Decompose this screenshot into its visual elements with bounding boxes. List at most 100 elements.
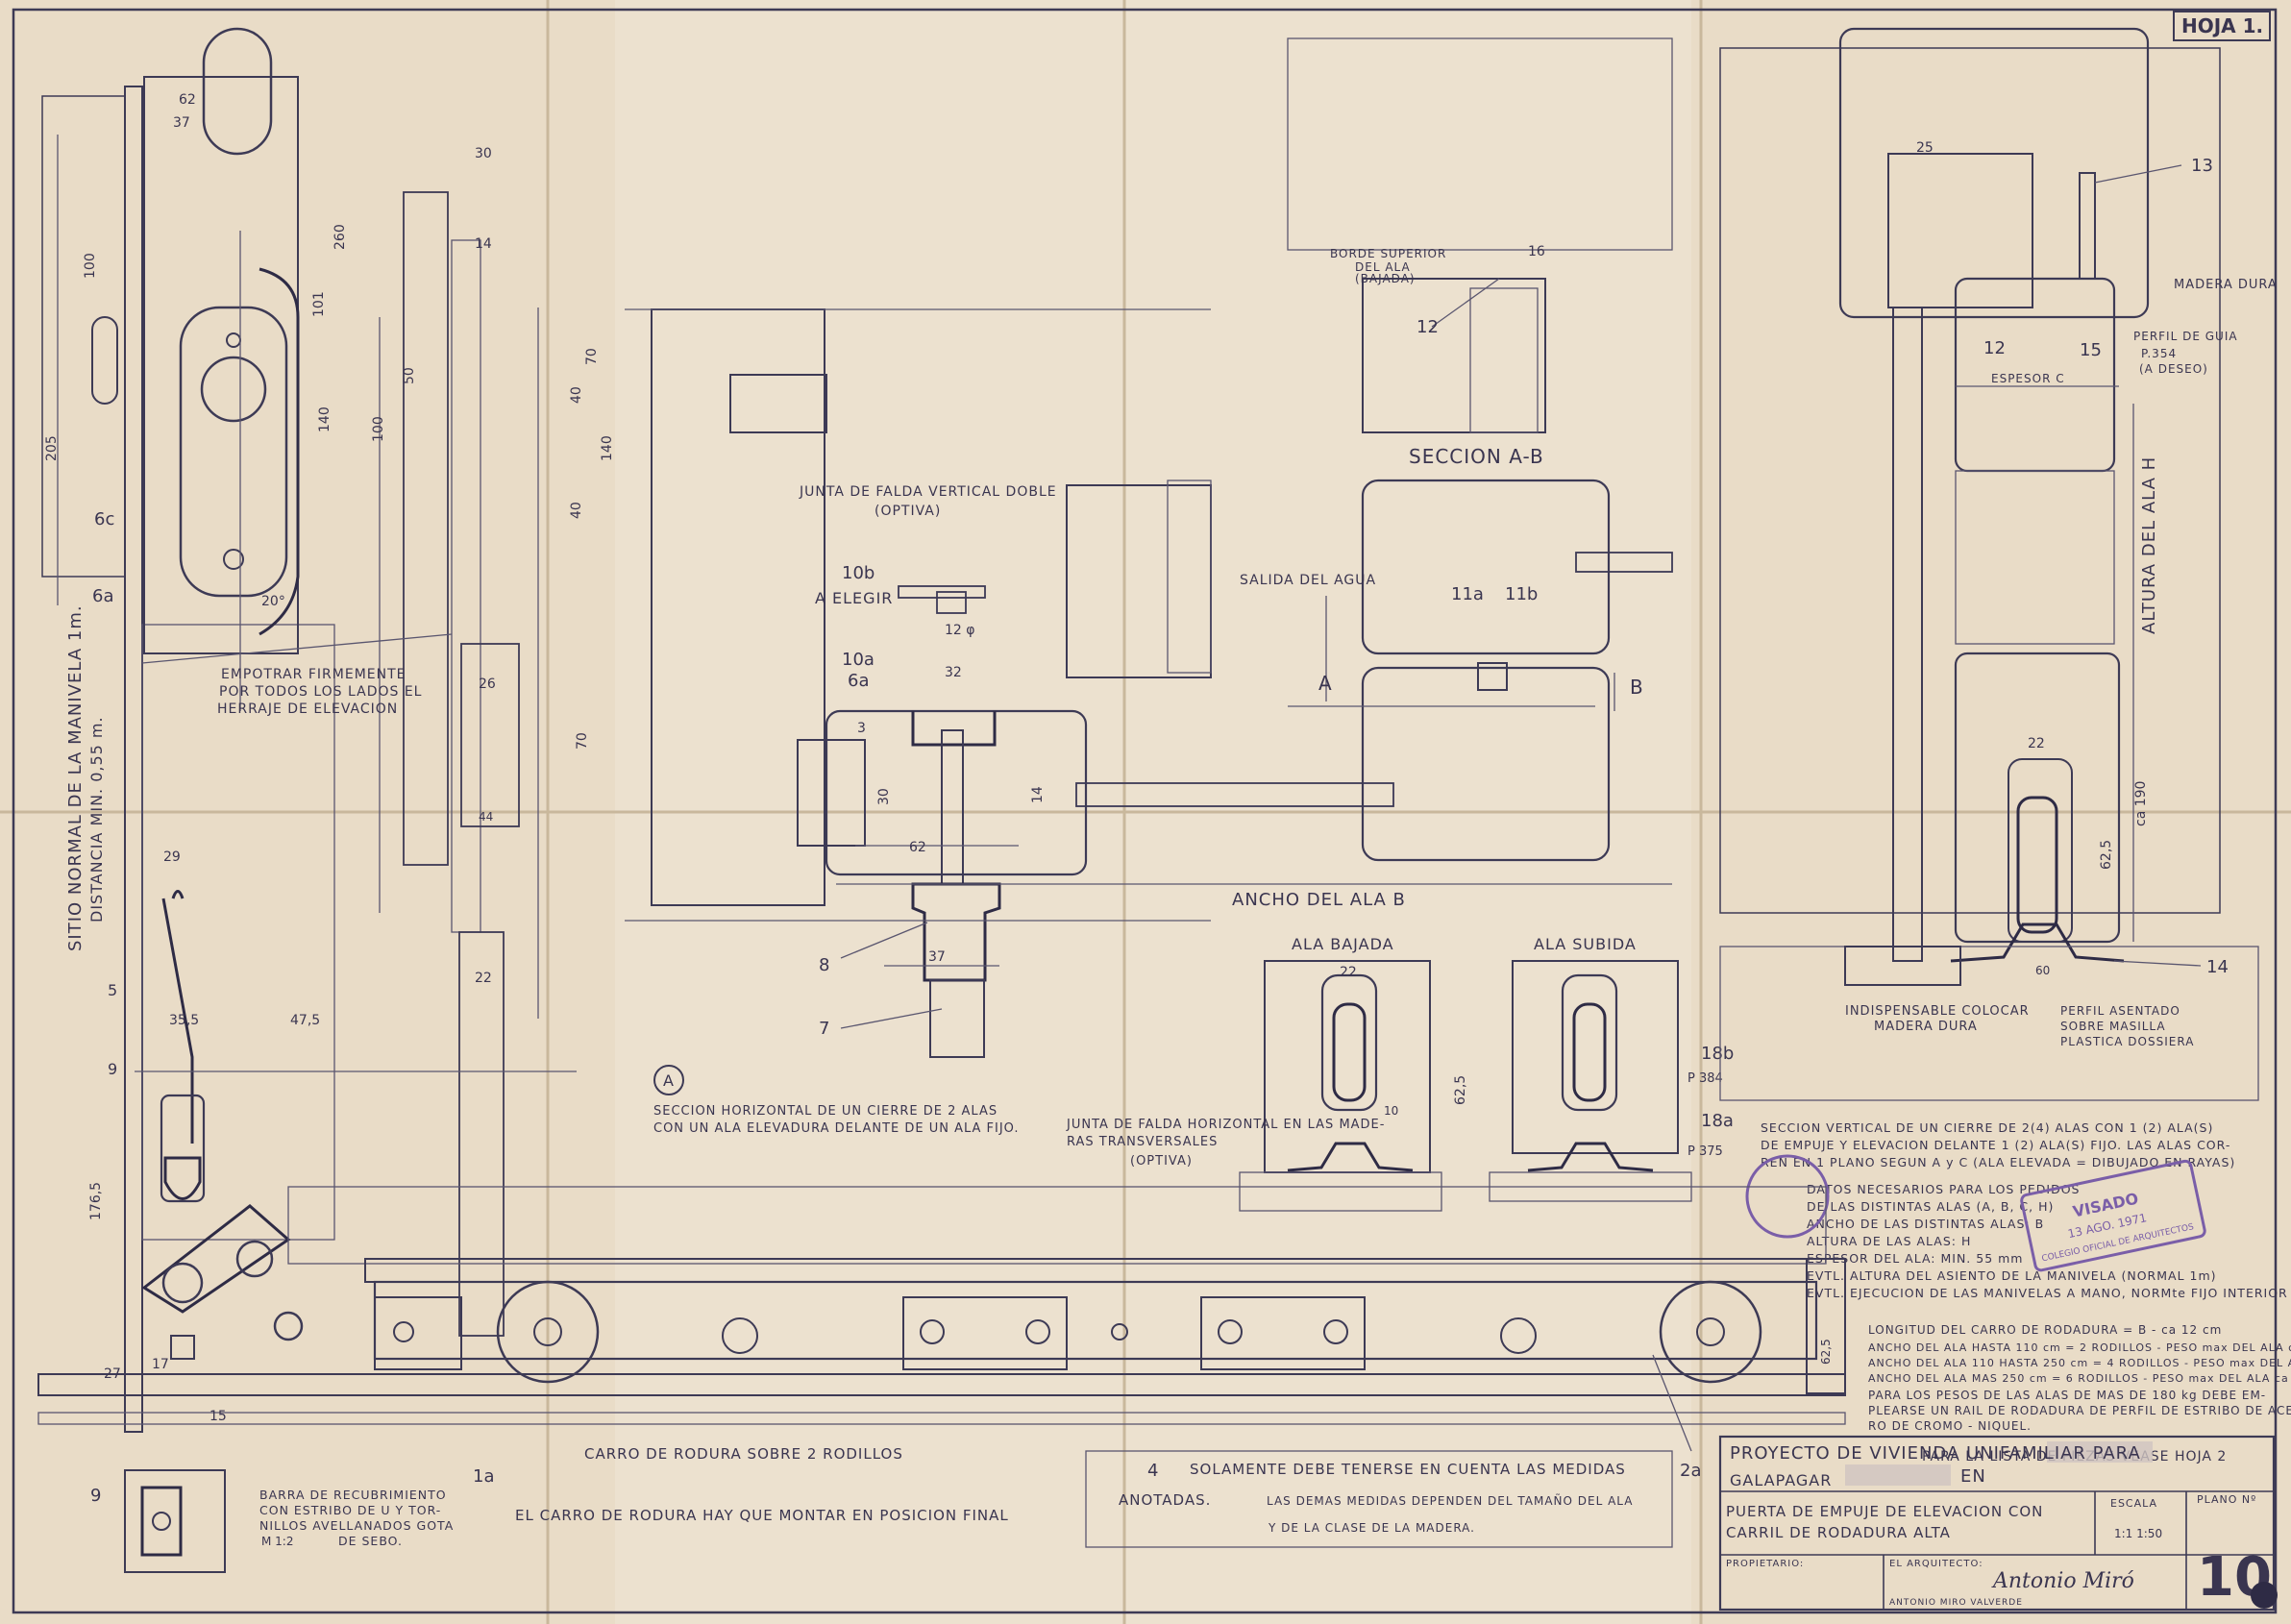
note-carriage-length-1: LONGITUD DEL CARRO DE RODADURA = B - ca … [1868, 1323, 2222, 1337]
label-9: 9 [90, 1486, 101, 1506]
dim-62-5-down: 62,5 [1453, 1075, 1468, 1105]
title-sheet-label: PLANO Nº [2197, 1493, 2256, 1506]
note-bar-scale: M 1:2 [261, 1535, 293, 1548]
dim-22: 22 [475, 971, 492, 986]
ab-upper-block [1362, 278, 1546, 433]
label-11a: 11a [1451, 584, 1484, 604]
label-4: 4 [1147, 1461, 1158, 1481]
note-hard-wood-essential-1: INDISPENSABLE COLOCAR [1845, 1004, 2030, 1019]
label-p384: P 384 [1687, 1071, 1723, 1086]
dim-47-5: 47,5 [290, 1013, 320, 1028]
note-top-edge-3: (BAJADA) [1355, 272, 1416, 285]
dim-140: 140 [317, 406, 333, 432]
label-6a-left: 6a [92, 586, 113, 606]
vs-rail [1950, 923, 2125, 963]
title-scale-label: ESCALA [2110, 1497, 2157, 1510]
dim-27: 27 [104, 1366, 121, 1382]
wall-hatch-lower [141, 624, 335, 1241]
dim-40b: 40 [569, 502, 584, 519]
wing-up-cavity [1561, 973, 1618, 1112]
note-vertical-joint-2: (OPTIVA) [875, 504, 941, 519]
label-11b: 11b [1505, 584, 1538, 604]
title-project: PROYECTO DE VIVIENDA UNIFAMILIAR PARA [1730, 1443, 2141, 1464]
vs-head-block [1838, 27, 2150, 319]
dim-205: 205 [44, 435, 60, 461]
plate-1 [374, 1296, 462, 1370]
vertical-section [1719, 27, 2259, 1101]
note-guide-profile-2: P.354 [2141, 347, 2177, 360]
vs-wall-hatch [1719, 47, 2221, 914]
sheet-border [12, 8, 2278, 1614]
bolt [1218, 1319, 1243, 1344]
label-7: 7 [819, 1019, 829, 1039]
dim-176-5: 176,5 [88, 1182, 104, 1220]
label-1a: 1a [473, 1466, 494, 1487]
note-horizontal-joint-2: RAS TRANSVERSALES [1067, 1135, 1218, 1149]
dim-625-right: 62,5 [1819, 1339, 1833, 1365]
wall-notch [729, 374, 827, 433]
ab-wing-bottom [1361, 666, 1611, 862]
note-order-data-3: ANCHO DE LAS DISTINTAS ALAS: B [1807, 1217, 2044, 1231]
note-carriage-length-7: RO DE CROMO - NIQUEL. [1868, 1419, 2032, 1433]
cover-bar-channel [140, 1486, 183, 1557]
dim-22-vs: 22 [2028, 736, 2045, 751]
sheet-label-box [2173, 11, 2271, 41]
vertical-rod-1 [403, 191, 449, 866]
dim-5: 5 [108, 981, 117, 999]
wing-down-base [1239, 1171, 1442, 1212]
title-scale-value: 1:1 1:50 [2114, 1527, 2162, 1540]
note-fix-firmly-2: POR TODOS LOS LADOS EL [219, 684, 423, 700]
note-order-data-6: EVTL. ALTURA DEL ASIENTO DE LA MANIVELA … [1807, 1268, 2217, 1283]
vs-screw [2079, 172, 2096, 280]
note-order-data-1: DATOS NECESARIOS PARA LOS PEDIDOS [1807, 1182, 2080, 1196]
note-horizontal-joint-3: (OPTIVA) [1130, 1154, 1193, 1169]
escutcheon-plate [179, 306, 288, 598]
dim-62-5-vs: 62,5 [2099, 840, 2114, 870]
left-elevation-view [37, 27, 1846, 1433]
label-10b: 10b [842, 563, 875, 583]
dim-25: 25 [1916, 140, 1934, 156]
note-profile-bedded-2: SOBRE MASILLA [2060, 1020, 2166, 1033]
label-15: 15 [2080, 340, 2102, 360]
archive-seal [2251, 1582, 2278, 1609]
dim-35-5: 35,5 [169, 1013, 199, 1028]
note-wing-width: ANCHO DEL ALA B [1232, 890, 1406, 910]
note-carriage-two: CARRO DE RODURA SOBRE 2 RODILLOS [584, 1445, 903, 1463]
detail-a-circle [653, 1065, 684, 1095]
note-horizontal-section-2: CON UN ALA ELEVADURA DELANTE DE UN ALA F… [653, 1121, 1020, 1136]
dim-140b: 140 [600, 435, 615, 461]
note-horizontal-joint-1: JUNTA DE FALDA HORIZONTAL EN LAS MADE- [1066, 1118, 1385, 1132]
pin-block [460, 643, 520, 827]
title-subject-2: CARRIL DE RODADURA ALTA [1726, 1524, 1951, 1541]
sheet-label: HOJA 1. [2181, 14, 2263, 37]
note-mount-final: EL CARRO DE RODURA HAY QUE MONTAR EN POS… [515, 1507, 1009, 1524]
dim-29: 29 [163, 849, 181, 865]
cover-bar-screw [152, 1512, 171, 1531]
wing-profile [825, 709, 1088, 876]
leader-7 [840, 1008, 943, 1029]
note-fix-firmly-3: HERRAJE DE ELEVACION [217, 701, 398, 717]
bracket-block [797, 739, 866, 847]
note-bar-cover-3: NILLOS AVELLANADOS GOTA [259, 1518, 454, 1533]
vs-frame-stile [1892, 307, 1923, 962]
screw-hole [223, 549, 244, 570]
ab-upper-fill [1469, 287, 1539, 433]
leader-2a [1652, 1354, 1692, 1452]
dim-70: 70 [584, 348, 600, 365]
dim-70b: 70 [575, 732, 590, 750]
roller-2 [1659, 1280, 1762, 1384]
roller-carriage [287, 1186, 1846, 1452]
label-6a: 6a [848, 671, 869, 691]
note-horizontal-section-1: SECCION HORIZONTAL DE UN CIERRE DE 2 ALA… [653, 1104, 998, 1119]
note-top-edge-1: BORDE SUPERIOR [1330, 247, 1446, 260]
note-only-dims-box [1085, 1450, 1673, 1548]
dim-22-down: 22 [1340, 965, 1357, 980]
turnbuckle [160, 1094, 206, 1203]
label-13: 13 [2191, 156, 2213, 176]
top-rails [1287, 37, 1673, 251]
dim-62: 62 [179, 92, 196, 108]
section-ab-title: SECCION A-B [1409, 445, 1544, 468]
title-location-prefix: EN [1960, 1466, 1986, 1487]
ab-wing-top [1361, 479, 1611, 655]
